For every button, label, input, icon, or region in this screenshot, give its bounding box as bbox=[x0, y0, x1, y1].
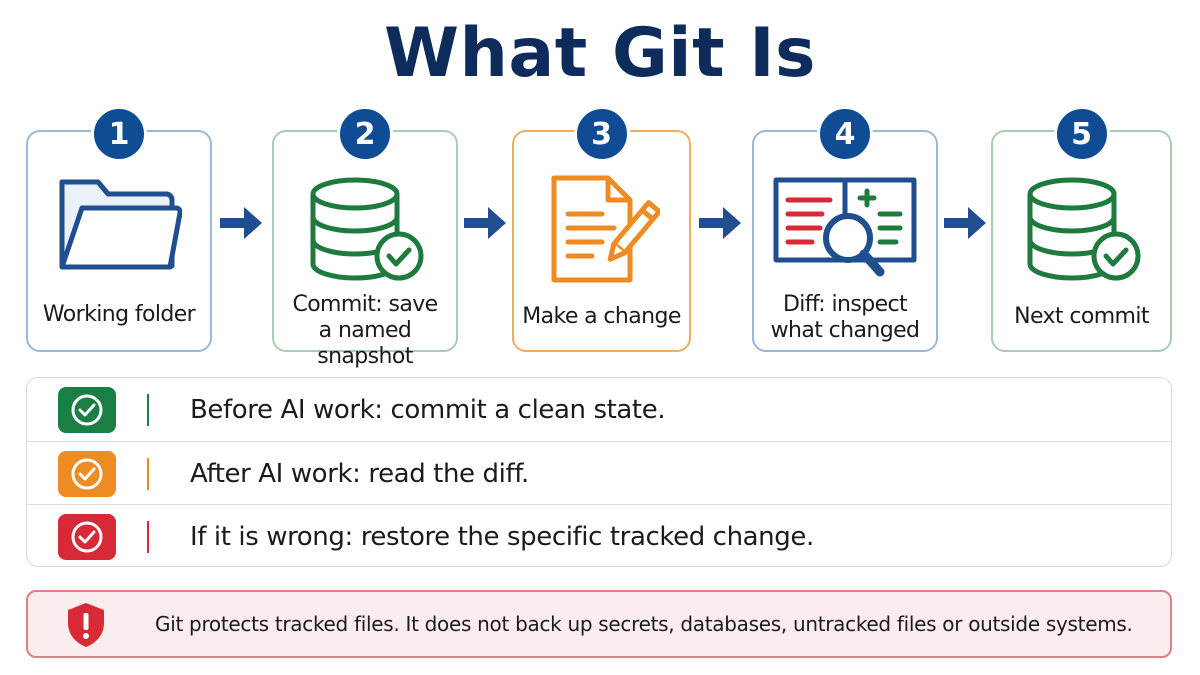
checklist: Before AI work: commit a clean state. Af… bbox=[26, 377, 1172, 567]
step-number-badge: 4 bbox=[817, 106, 873, 162]
checklist-item: Before AI work: commit a clean state. bbox=[27, 378, 1171, 441]
check-circle-icon bbox=[58, 450, 116, 497]
warning-text: Git protects tracked files. It does not … bbox=[155, 612, 1133, 636]
divider bbox=[147, 393, 149, 426]
step-label: Make a change bbox=[522, 304, 681, 329]
check-circle-icon bbox=[58, 513, 116, 560]
warning-banner: Git protects tracked files. It does not … bbox=[26, 590, 1172, 658]
folder-icon bbox=[56, 172, 183, 281]
step-card-next-commit: 5 Next commit bbox=[991, 106, 1172, 352]
step-card-diff: 4 bbox=[752, 106, 938, 352]
step-number-badge: 3 bbox=[573, 106, 630, 162]
step-label: Working folder bbox=[42, 302, 196, 327]
step-label: Diff: inspect what changed bbox=[770, 292, 920, 343]
step-card-commit: 2 Commit: save a named snapshot bbox=[272, 106, 458, 369]
checklist-text: After AI work: read the diff. bbox=[190, 458, 529, 489]
arrow-right-icon bbox=[462, 203, 508, 248]
shield-alert-icon bbox=[64, 601, 108, 654]
step-card-make-change: 3 Make a change bbox=[512, 106, 691, 352]
workflow-steps: 1 Working folder 2 bbox=[0, 105, 1200, 369]
arrow-right-icon bbox=[942, 203, 988, 248]
arrow-right-icon bbox=[218, 203, 264, 248]
divider bbox=[147, 457, 149, 490]
divider bbox=[147, 520, 149, 553]
diff-magnifier-icon bbox=[772, 176, 918, 293]
database-check-icon bbox=[1022, 176, 1142, 291]
step-label: Commit: save a named snapshot bbox=[292, 292, 438, 369]
document-edit-icon bbox=[544, 172, 662, 293]
checklist-item: After AI work: read the diff. bbox=[27, 441, 1171, 505]
checklist-item: If it is wrong: restore the specific tra… bbox=[27, 504, 1171, 568]
step-number-badge: 2 bbox=[337, 106, 393, 162]
step-card-working-folder: 1 Working folder bbox=[26, 106, 212, 352]
checklist-text: If it is wrong: restore the specific tra… bbox=[190, 521, 814, 552]
page-title: What Git Is bbox=[383, 14, 817, 93]
check-circle-icon bbox=[58, 386, 116, 433]
step-number-badge: 1 bbox=[91, 106, 147, 162]
checklist-text: Before AI work: commit a clean state. bbox=[190, 394, 666, 425]
arrow-right-icon bbox=[697, 203, 743, 248]
step-number-badge: 5 bbox=[1053, 106, 1110, 162]
step-label: Next commit bbox=[1014, 304, 1149, 329]
database-check-icon bbox=[305, 176, 425, 291]
